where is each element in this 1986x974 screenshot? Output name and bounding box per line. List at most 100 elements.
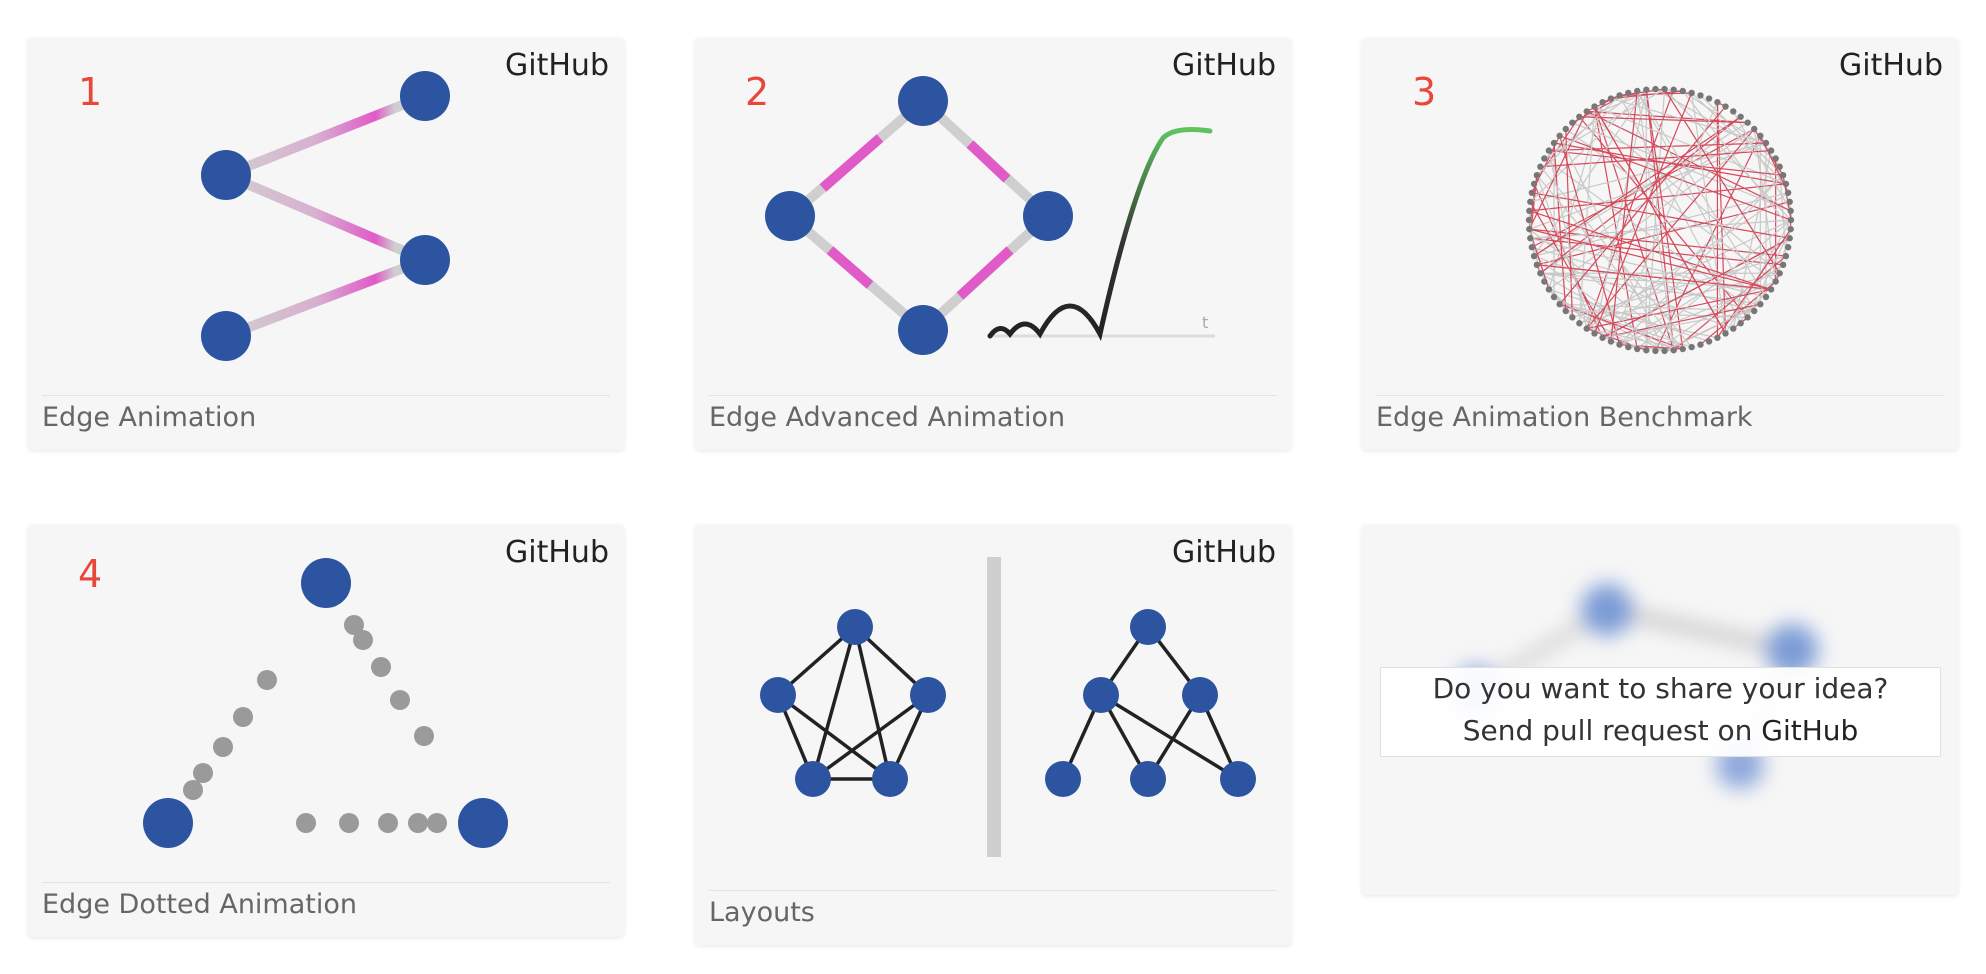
benchmark-node: [1679, 345, 1686, 353]
card-edge-advanced-animation[interactable]: t 2 GitHub Edge Advanced Animation: [695, 38, 1291, 450]
graph-advanced-animation-icon: t: [765, 76, 1215, 355]
benchmark-node: [1787, 225, 1794, 233]
benchmark-edge: [1533, 255, 1665, 352]
divider: [42, 395, 610, 396]
benchmark-edge: [1636, 90, 1767, 298]
card-edge-animation-benchmark[interactable]: 3 GitHub Edge Animation Benchmark: [1362, 38, 1958, 450]
benchmark-edge: [1529, 228, 1786, 257]
card-number: 3: [1412, 70, 1437, 114]
benchmark-edge: [1593, 106, 1727, 334]
github-link[interactable]: GitHub: [505, 48, 609, 83]
benchmark-node: [1751, 125, 1758, 133]
benchmark-node: [1541, 155, 1548, 162]
benchmark-edge: [1619, 174, 1784, 346]
benchmark-node: [1737, 320, 1744, 327]
github-pull-request-link[interactable]: GitHub: [1761, 714, 1859, 747]
benchmark-node: [1625, 343, 1632, 351]
benchmark-edge: [1716, 228, 1792, 339]
benchmark-node: [1533, 261, 1541, 269]
benchmark-edge: [1553, 142, 1567, 312]
benchmark-node: [1556, 132, 1563, 139]
card-share-idea: Do you want to share your idea? Send pul…: [1362, 525, 1958, 895]
benchmark-node: [1541, 278, 1548, 285]
card-edge-dotted-animation[interactable]: 4 GitHub Edge Dotted Animation: [28, 525, 624, 937]
benchmark-node: [1688, 343, 1695, 351]
benchmark-node: [1616, 341, 1623, 348]
benchmark-node: [1782, 252, 1790, 260]
benchmark-node: [1730, 108, 1737, 115]
benchmark-node: [1767, 286, 1775, 293]
github-link[interactable]: GitHub: [1172, 535, 1276, 570]
benchmark-edge: [1548, 102, 1604, 290]
benchmark-edge: [1594, 105, 1787, 185]
card-edge-animation[interactable]: 1 GitHub Edge Animation: [28, 38, 624, 450]
benchmark-node: [1530, 180, 1538, 188]
benchmark-edge: [1548, 150, 1588, 329]
benchmark-node: [1762, 293, 1770, 301]
benchmark-node: [1556, 301, 1563, 308]
card-caption[interactable]: Edge Dotted Animation: [42, 889, 357, 920]
benchmark-edge: [1664, 303, 1761, 352]
card-layouts[interactable]: GitHub Layouts: [695, 525, 1291, 945]
benchmark-node: [1779, 171, 1787, 179]
benchmark-node: [1730, 325, 1737, 332]
benchmark-node: [1528, 244, 1536, 251]
benchmark-node: [1527, 198, 1534, 205]
benchmark-node: [1569, 314, 1576, 321]
benchmark-node: [1562, 125, 1569, 133]
benchmark-edge: [1529, 210, 1772, 290]
benchmark-node: [1652, 85, 1659, 93]
benchmark-node: [1744, 119, 1751, 126]
benchmark-edge: [1673, 255, 1787, 351]
benchmark-edge: [1691, 92, 1727, 334]
benchmark-node: [1787, 216, 1795, 224]
benchmark-node: [1705, 338, 1713, 345]
benchmark-edge: [1572, 122, 1791, 212]
divider: [1376, 395, 1944, 396]
benchmark-edge: [1655, 88, 1776, 160]
benchmark-edge: [1586, 89, 1675, 329]
benchmark-node: [1526, 207, 1533, 215]
benchmark-node: [1550, 139, 1558, 147]
benchmark-edge: [1559, 135, 1621, 345]
github-link[interactable]: GitHub: [1172, 48, 1276, 83]
benchmark-node: [1661, 85, 1668, 93]
benchmark-node: [1784, 189, 1792, 196]
benchmark-node: [1576, 113, 1583, 120]
benchmark-node: [1599, 334, 1606, 341]
benchmark-edge: [1593, 89, 1647, 334]
benchmark-edge: [1593, 92, 1693, 334]
benchmark-node: [1661, 347, 1668, 355]
benchmark-node: [1767, 147, 1775, 154]
benchmark-node: [1670, 347, 1677, 354]
card-caption[interactable]: Layouts: [709, 897, 815, 928]
benchmark-edge: [1536, 94, 1620, 176]
benchmark-edge: [1636, 90, 1675, 351]
benchmark-node: [1550, 293, 1558, 301]
benchmark-node: [1607, 338, 1615, 345]
benchmark-edge: [1655, 264, 1784, 352]
benchmark-edge: [1664, 88, 1792, 221]
benchmark-node: [1757, 301, 1764, 308]
benchmark-edge: [1529, 228, 1772, 291]
benchmark-edge: [1747, 228, 1792, 318]
benchmark-node: [1786, 235, 1793, 242]
benchmark-node: [1757, 132, 1764, 139]
card-caption[interactable]: Edge Animation: [42, 402, 257, 433]
benchmark-node: [1634, 345, 1641, 353]
benchmark-node: [1772, 278, 1779, 285]
benchmark-node: [1591, 103, 1598, 110]
benchmark-edge: [1636, 90, 1755, 312]
axis-tick-label: t: [1202, 313, 1208, 332]
card-caption[interactable]: Edge Advanced Animation: [709, 402, 1066, 433]
github-link[interactable]: GitHub: [1839, 48, 1943, 83]
benchmark-node: [1545, 147, 1553, 154]
card-caption[interactable]: Edge Animation Benchmark: [1376, 402, 1753, 433]
benchmark-edge: [1586, 288, 1772, 330]
benchmark-edge: [1531, 192, 1790, 239]
github-link[interactable]: GitHub: [505, 535, 609, 570]
benchmark-node: [1762, 139, 1770, 147]
circular-graph-benchmark-icon: [1525, 85, 1795, 355]
card-number: 1: [78, 70, 103, 114]
benchmark-node: [1679, 87, 1686, 95]
